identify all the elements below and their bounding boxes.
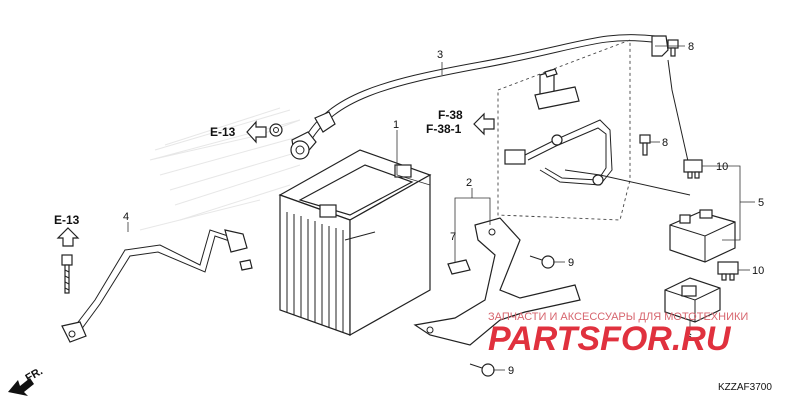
watermark-brand: PARTSFOR.RU <box>488 320 732 358</box>
bolt-8-upper <box>667 39 679 57</box>
starter-relay <box>669 209 736 263</box>
callout-8-upper: 8 <box>688 41 694 53</box>
relay-cover <box>664 277 721 323</box>
diagram-code: KZZAF3700 <box>718 382 772 393</box>
ref-f38-1: F-38-1 <box>426 122 462 136</box>
bolt-8-lower <box>639 134 651 156</box>
callout-8-lower: 8 <box>662 137 668 149</box>
fuse-upper <box>683 159 703 179</box>
battery <box>278 149 432 337</box>
callout-9-upper: 9 <box>568 257 574 269</box>
callout-2: 2 <box>466 177 472 189</box>
ref-e13-left: E-13 <box>54 213 80 227</box>
relay-detail-box <box>497 39 691 221</box>
callout-9-lower: 9 <box>508 365 514 377</box>
rubber-pad <box>447 259 471 275</box>
bolt-9-upper <box>529 255 555 269</box>
callout-5: 5 <box>758 197 764 209</box>
fuse-lower <box>717 261 739 281</box>
leader-lines <box>127 45 755 371</box>
front-direction-arrow <box>8 378 34 396</box>
nut-top <box>269 123 283 137</box>
callout-10-lower: 10 <box>752 265 764 277</box>
callout-7: 7 <box>450 231 456 243</box>
callout-10-upper: 10 <box>716 161 728 173</box>
ref-e13-top: E-13 <box>210 125 236 139</box>
e13-left-arrow <box>56 227 80 247</box>
f38-arrow <box>473 112 495 136</box>
bolt-9-lower <box>469 363 495 377</box>
callout-3: 3 <box>437 49 443 61</box>
front-direction-label: FR. <box>24 365 45 384</box>
bolt-left <box>61 254 73 294</box>
callout-6: 6 <box>686 332 692 344</box>
battery-stay <box>413 217 581 346</box>
watermark-text: ЗАПЧАСТИ И АКСЕССУАРЫ ДЛЯ МОТОТЕХНИКИ <box>488 311 748 323</box>
e13-top-arrow <box>246 120 267 144</box>
callout-4: 4 <box>123 211 129 223</box>
background-wing-logo <box>139 107 306 231</box>
battery-cable-3 <box>290 34 691 171</box>
callout-1: 1 <box>393 119 399 131</box>
battery-cable-4 <box>61 229 253 343</box>
ref-f38: F-38 <box>438 108 463 122</box>
